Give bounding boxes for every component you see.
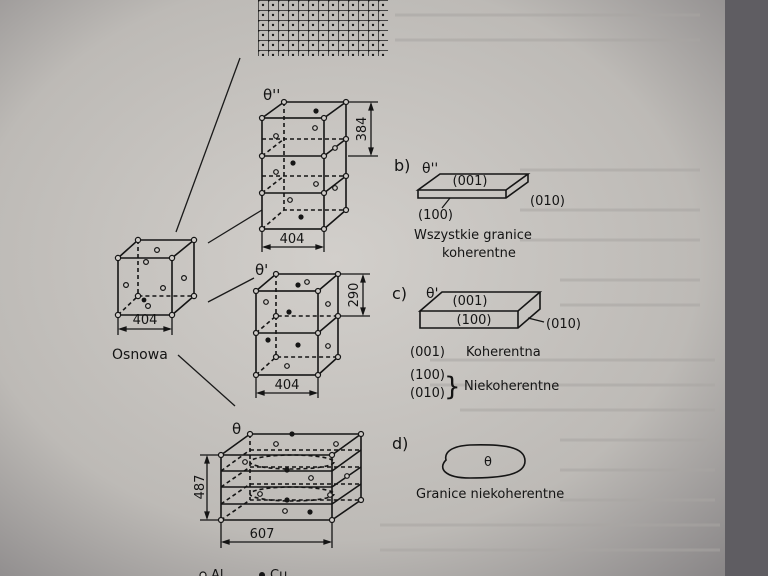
theta-double-prime-cu-atoms bbox=[290, 108, 319, 220]
panel-c-legend-coherent: Koherentna bbox=[466, 345, 541, 360]
panel-c-legend-incoherent: Niekoherentne bbox=[464, 379, 559, 394]
panel-c-face-top: (001) bbox=[453, 294, 488, 309]
bleed-through-text bbox=[380, 13, 720, 552]
panel-c-legend-brace: } bbox=[444, 372, 461, 402]
panel-c-legend-100: (100) bbox=[410, 368, 445, 383]
theta-height-dim bbox=[200, 454, 219, 521]
theta-double-prime-width-dim bbox=[261, 232, 325, 252]
theta-prime-cu-atoms bbox=[265, 282, 301, 348]
panel-c-letter: c) bbox=[392, 284, 407, 303]
theta-double-prime-atoms bbox=[258, 98, 350, 233]
theta-double-prime-height: 384 bbox=[355, 117, 370, 142]
theta-prime-label: θ' bbox=[255, 261, 268, 279]
panel-c-face-front: (100) bbox=[457, 313, 492, 328]
panel-d-precipitate-shape bbox=[441, 444, 526, 479]
legend-al: Al bbox=[211, 568, 224, 576]
theta-prime-width-dim bbox=[255, 378, 319, 398]
matrix-dimension bbox=[117, 318, 173, 335]
panel-b-face-side: (010) bbox=[530, 194, 565, 209]
panel-c-leader bbox=[527, 317, 545, 323]
panel-c-legend-001: (001) bbox=[410, 345, 445, 360]
theta-prime-atoms bbox=[252, 270, 342, 379]
panel-b-face-front: (100) bbox=[418, 208, 453, 223]
matrix-atoms bbox=[114, 236, 198, 319]
panel-b-face-top: (001) bbox=[453, 174, 488, 189]
panel-b-plate bbox=[415, 173, 531, 199]
theta-double-prime-height-dim bbox=[348, 101, 378, 157]
theta-prime-height: 290 bbox=[347, 283, 362, 308]
panel-b-caption-2: koherentne bbox=[442, 246, 516, 261]
theta-prime-height-dim bbox=[340, 273, 370, 317]
panel-c-plate bbox=[417, 291, 543, 329]
lattice-grid-fragment bbox=[258, 0, 388, 56]
panel-b-caption-1: Wszystkie granice bbox=[414, 228, 532, 243]
matrix-caption: Osnowa bbox=[112, 347, 168, 363]
panel-d-letter: d) bbox=[392, 434, 408, 453]
theta-label: θ bbox=[232, 420, 241, 438]
theta-width: 607 bbox=[250, 527, 275, 542]
theta-width-dim bbox=[220, 523, 333, 548]
legend-cu: Cu bbox=[270, 568, 287, 576]
theta-double-prime-width: 404 bbox=[280, 232, 305, 247]
panel-b-letter: b) bbox=[394, 156, 410, 175]
panel-d-phase: θ bbox=[484, 455, 492, 470]
al-atom-symbol bbox=[199, 571, 207, 576]
panel-d-caption: Granice niekoherentne bbox=[416, 487, 564, 502]
theta-cell bbox=[220, 433, 362, 521]
panel-b-phase: θ'' bbox=[422, 161, 438, 177]
panel-c-legend-010: (010) bbox=[410, 386, 445, 401]
paper-page bbox=[0, 0, 745, 576]
matrix-cu-atom bbox=[141, 297, 147, 303]
theta-cu-atoms bbox=[284, 431, 313, 515]
panel-c-face-side: (010) bbox=[546, 317, 581, 332]
theta-height: 487 bbox=[193, 475, 208, 500]
matrix-width-label: 404 bbox=[133, 313, 158, 328]
theta-double-prime-label: θ'' bbox=[263, 86, 280, 104]
page-edge-shadow bbox=[725, 0, 768, 576]
connector-lines bbox=[175, 57, 263, 407]
panel-b-leader bbox=[441, 197, 451, 209]
theta-prime-width: 404 bbox=[275, 378, 300, 393]
cu-atom-symbol bbox=[259, 572, 265, 576]
